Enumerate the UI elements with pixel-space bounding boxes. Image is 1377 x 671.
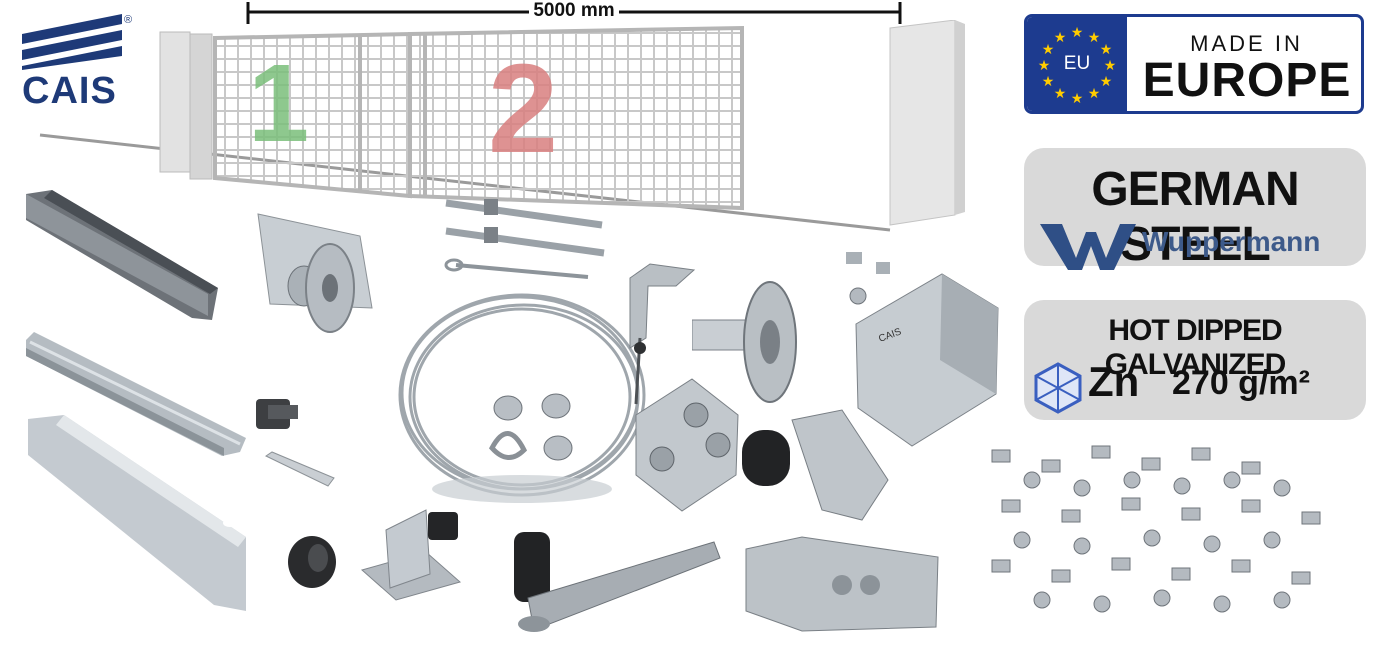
rubber-buffer bbox=[288, 536, 336, 588]
svg-text:★: ★ bbox=[1042, 74, 1055, 90]
made-in-europe-badge: ★★★ ★★★ ★★★ ★★★ EU MADE IN EUROPE bbox=[1024, 14, 1364, 114]
zinc-symbol: Zn bbox=[1088, 358, 1140, 405]
cais-stripes-icon bbox=[22, 14, 122, 70]
rope-clamps-thimble bbox=[488, 393, 573, 461]
steel-wire-rope bbox=[398, 293, 646, 503]
angle-bar-rail bbox=[28, 415, 246, 611]
catch-plate bbox=[745, 536, 939, 632]
german-steel-title: GERMAN STEEL bbox=[1091, 163, 1299, 271]
eu-flag-icon: ★★★ ★★★ ★★★ ★★★ EU bbox=[1027, 17, 1127, 111]
svg-text:★: ★ bbox=[1104, 58, 1117, 74]
bolts-and-turnbuckle bbox=[444, 199, 605, 279]
svg-text:★: ★ bbox=[1042, 42, 1055, 58]
sliding-gate-illustration bbox=[39, 20, 965, 232]
cable-wall-bracket bbox=[629, 263, 696, 405]
gate-number-2: 2 bbox=[488, 38, 559, 179]
made-in-label: MADE IN bbox=[1190, 31, 1303, 56]
galvanized-track-rail bbox=[26, 332, 246, 456]
svg-text:★: ★ bbox=[1054, 86, 1067, 102]
u-profile-rail bbox=[26, 190, 218, 320]
eu-code: EU bbox=[1063, 53, 1091, 74]
svg-text:★: ★ bbox=[1100, 74, 1113, 90]
german-steel-badge: GERMAN STEEL Wuppermann bbox=[1024, 148, 1366, 271]
svg-text:★: ★ bbox=[1071, 91, 1084, 107]
gate-number-1: 1 bbox=[248, 42, 310, 165]
svg-text:★: ★ bbox=[1100, 42, 1113, 58]
small-bolts-set bbox=[846, 252, 890, 305]
catch-box-bracket: CAIS bbox=[855, 273, 999, 447]
svg-text:★: ★ bbox=[1038, 58, 1051, 74]
latch-catch bbox=[256, 399, 298, 429]
svg-text:★: ★ bbox=[1088, 86, 1101, 102]
steel-pin bbox=[264, 451, 335, 487]
brand-name: CAIS bbox=[22, 70, 117, 112]
svg-text:★: ★ bbox=[1054, 30, 1067, 46]
galvanized-title: HOT DIPPED GALVANIZED bbox=[1104, 314, 1287, 381]
svg-text:★: ★ bbox=[1071, 25, 1084, 41]
wuppermann-label: Wuppermann bbox=[1142, 226, 1321, 257]
fastener-set bbox=[991, 445, 1321, 613]
gate-width-dimension: 5000 mm bbox=[246, 0, 902, 30]
svg-text:★: ★ bbox=[1088, 30, 1101, 46]
wuppermann-logo-icon bbox=[1040, 224, 1136, 270]
europe-label: EUROPE bbox=[1142, 54, 1352, 107]
zinc-crystal-icon bbox=[1034, 362, 1082, 414]
roller-carriage bbox=[635, 378, 739, 512]
registered-mark: ® bbox=[124, 14, 133, 26]
top-guide-roller bbox=[742, 409, 889, 521]
ground-end-stop bbox=[360, 509, 462, 601]
coating-weight: 270 g/m² bbox=[1172, 364, 1310, 402]
v-groove-wheel bbox=[692, 281, 797, 403]
guide-roller-bracket bbox=[257, 213, 373, 333]
dimension-label: 5000 mm bbox=[529, 0, 619, 21]
galvanized-badge: HOT DIPPED GALVANIZED Zn 270 g/m² bbox=[1024, 300, 1366, 420]
cais-logo: CAIS ® bbox=[22, 14, 142, 112]
guide-support-arm bbox=[514, 532, 721, 632]
